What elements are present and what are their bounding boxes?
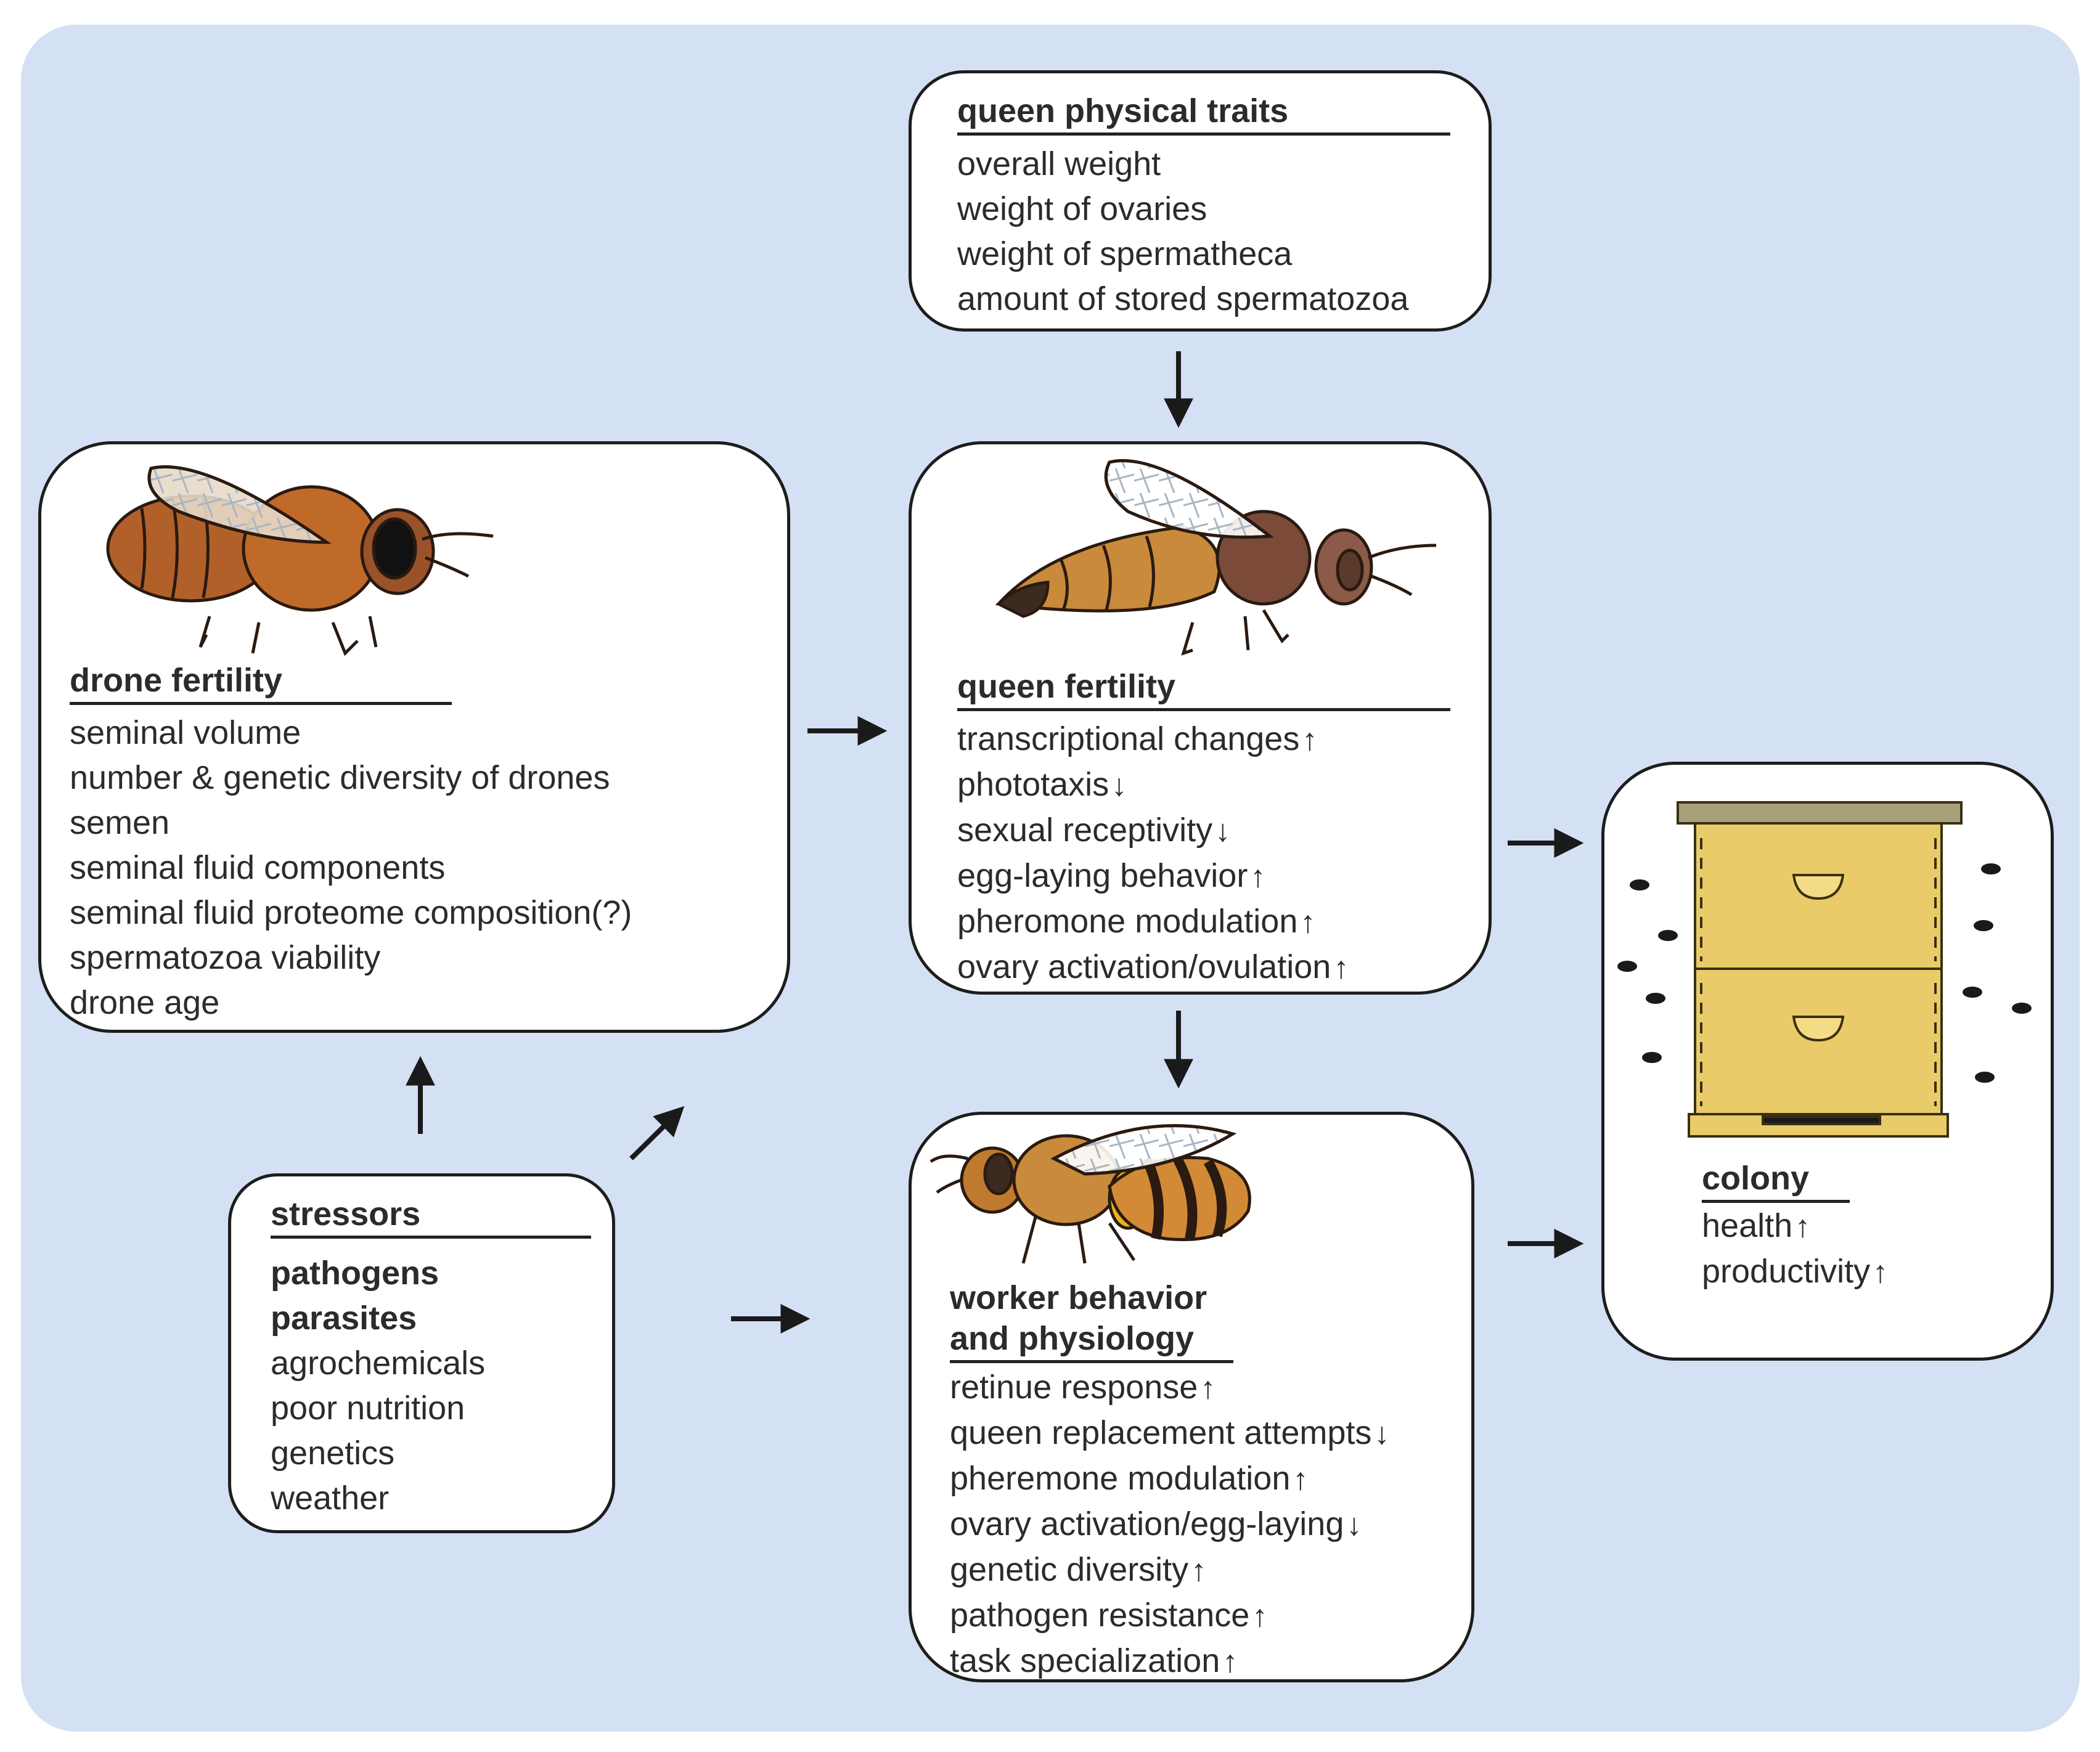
list-item: retinue response↑ <box>950 1369 1216 1406</box>
stressors-box: stressors pathogens parasites agrochemic… <box>228 1173 615 1533</box>
flying-bees-decoration <box>1617 863 2032 1083</box>
list-item: amount of stored spermatozoa <box>957 280 1409 317</box>
list-item: pheromone modulation↑ <box>957 903 1316 940</box>
list-item: egg-laying behavior↑ <box>957 857 1266 894</box>
worker-title-line1: worker behavior <box>950 1279 1207 1316</box>
worker-behavior-box: worker behavior and physiology retinue r… <box>909 1112 1474 1682</box>
queen-traits-box: queen physical traits overall weight wei… <box>909 70 1492 332</box>
list-item: health↑ <box>1702 1207 1811 1244</box>
list-item: pheremone modulation↑ <box>950 1460 1309 1497</box>
list-item: pathogens <box>271 1255 439 1292</box>
drone-bee-illustration <box>106 465 494 656</box>
list-item: semen <box>70 804 170 841</box>
list-item: phototaxis↓ <box>957 766 1127 803</box>
list-item: overall weight <box>957 145 1161 182</box>
queen-fertility-title: queen fertility <box>957 667 1450 711</box>
list-item: weather <box>271 1480 390 1517</box>
list-item: drone age <box>70 984 220 1021</box>
list-item: pathogen resistance↑ <box>950 1597 1268 1634</box>
list-item: queen replacement attempts↓ <box>950 1414 1390 1451</box>
worker-bee-illustration <box>929 1124 1251 1264</box>
arrow-stressors-to-queen <box>629 1106 685 1160</box>
list-item: number & genetic diversity of drones <box>70 759 610 796</box>
list-item: ovary activation/egg-laying↓ <box>950 1505 1362 1542</box>
list-item: genetic diversity↑ <box>950 1551 1207 1588</box>
list-item: task specialization↑ <box>950 1642 1238 1679</box>
list-item: transcriptional changes↑ <box>957 720 1318 757</box>
list-item: seminal volume <box>70 714 301 751</box>
list-item: weight of spermatheca <box>957 235 1293 272</box>
queen-traits-title: queen physical traits <box>957 92 1450 136</box>
list-item: agrochemicals <box>271 1345 486 1382</box>
list-item: spermatozoa viability <box>70 939 381 976</box>
hive-illustration <box>1677 801 1963 1138</box>
list-item: sexual receptivity↓ <box>957 812 1231 849</box>
stressors-title: stressors <box>271 1195 591 1239</box>
drone-fertility-title: drone fertility <box>70 661 452 705</box>
list-item: seminal fluid components <box>70 849 446 886</box>
list-item: ovary activation/ovulation↑ <box>957 948 1349 985</box>
list-item: genetics <box>271 1435 395 1472</box>
colony-title: colony <box>1702 1159 1850 1203</box>
list-item: productivity↑ <box>1702 1253 1889 1290</box>
list-item: poor nutrition <box>271 1390 465 1427</box>
worker-title-line2: and physiology <box>950 1319 1233 1363</box>
list-item: parasites <box>271 1300 417 1337</box>
list-item: seminal fluid proteome composition(?) <box>70 894 632 931</box>
list-item: weight of ovaries <box>957 190 1207 227</box>
queen-bee-illustration <box>995 459 1437 656</box>
